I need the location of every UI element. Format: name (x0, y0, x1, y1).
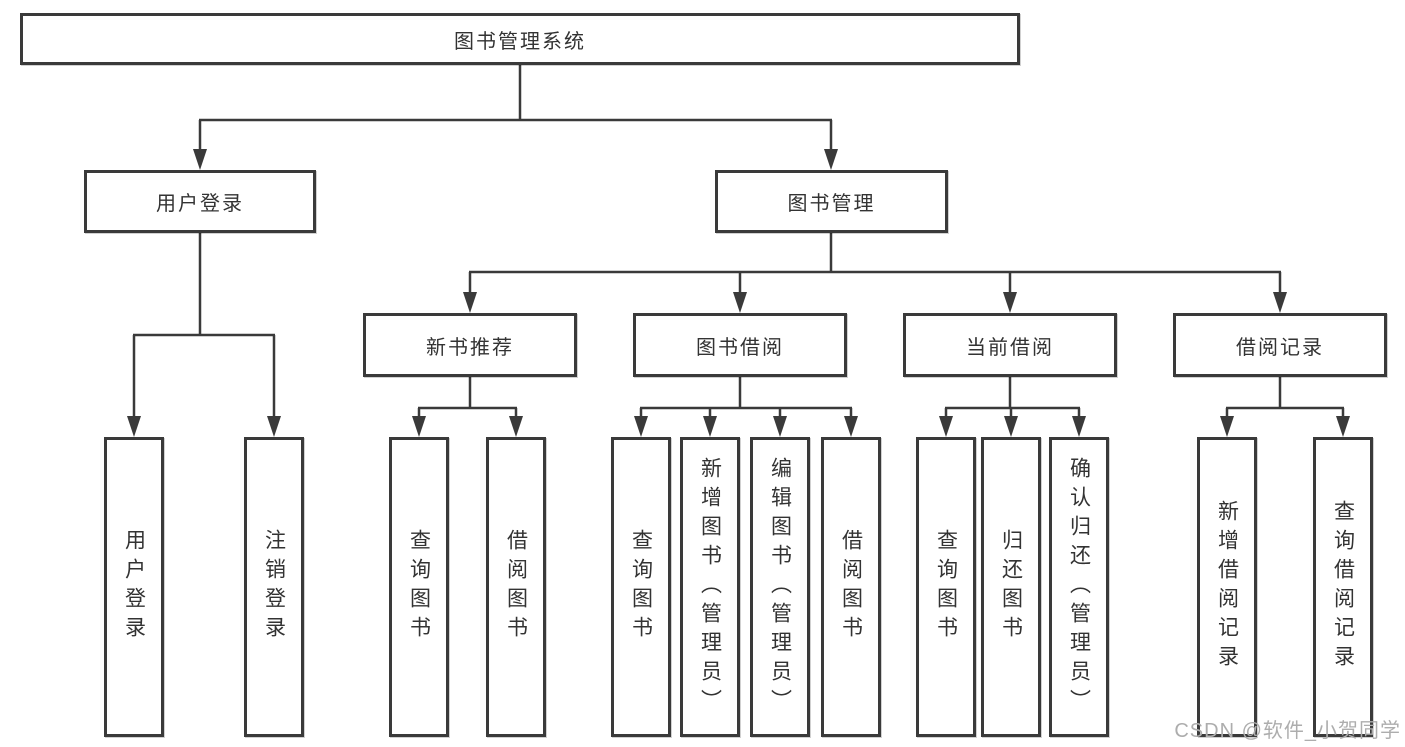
node-label: 借阅图书 (839, 529, 863, 645)
node-label: 用户登录 (122, 529, 146, 645)
node-library-management-system: 图书管理系统 (20, 13, 1020, 65)
node-label: 借阅图书 (504, 529, 528, 645)
node-label: 用户登录 (156, 193, 244, 215)
node-label: 查询图书 (934, 529, 958, 645)
node-label: 编辑图书（管理员） (768, 456, 792, 718)
leaf-query-books: 查询图书 (389, 437, 449, 737)
csdn-watermark: CSDN @软件_小贺同学 (1174, 720, 1401, 742)
leaf-query-books: 查询图书 (611, 437, 671, 737)
node-book-borrowing: 图书借阅 (633, 313, 847, 377)
leaf-add-borrow-record: 新增借阅记录 (1197, 437, 1257, 737)
node-current-borrowing: 当前借阅 (903, 313, 1117, 377)
leaf-query-books: 查询图书 (916, 437, 976, 737)
node-user-login: 用户登录 (84, 170, 316, 233)
node-label: 归还图书 (999, 529, 1023, 645)
leaf-add-books-admin: 新增图书（管理员） (680, 437, 740, 737)
node-label: 查询借阅记录 (1331, 500, 1355, 674)
arrowheads (127, 149, 1350, 437)
leaf-borrow-books: 借阅图书 (821, 437, 881, 737)
leaf-logout: 注销登录 (244, 437, 304, 737)
leaf-confirm-return-admin: 确认归还（管理员） (1049, 437, 1109, 737)
node-label: 查询图书 (407, 529, 431, 645)
node-new-book-recommend: 新书推荐 (363, 313, 577, 377)
leaf-borrow-books: 借阅图书 (486, 437, 546, 737)
node-label: 图书管理系统 (454, 30, 586, 53)
node-label: 借阅记录 (1236, 336, 1324, 359)
node-label: 图书管理 (787, 193, 876, 215)
node-label: 注销登录 (262, 529, 286, 645)
leaf-return-books: 归还图书 (981, 437, 1041, 737)
node-book-management: 图书管理 (715, 170, 948, 233)
node-label: 查询图书 (629, 529, 653, 645)
node-label: 新增图书（管理员） (698, 456, 722, 718)
node-label: 新书推荐 (426, 336, 514, 359)
leaf-user-login: 用户登录 (104, 437, 164, 737)
node-label: 确认归还（管理员） (1067, 456, 1091, 718)
node-borrow-records: 借阅记录 (1173, 313, 1387, 377)
node-label: 当前借阅 (966, 336, 1054, 359)
node-label: 新增借阅记录 (1215, 500, 1239, 674)
node-label: 图书借阅 (696, 336, 784, 359)
leaf-query-borrow-record: 查询借阅记录 (1313, 437, 1373, 737)
leaf-edit-books-admin: 编辑图书（管理员） (750, 437, 810, 737)
